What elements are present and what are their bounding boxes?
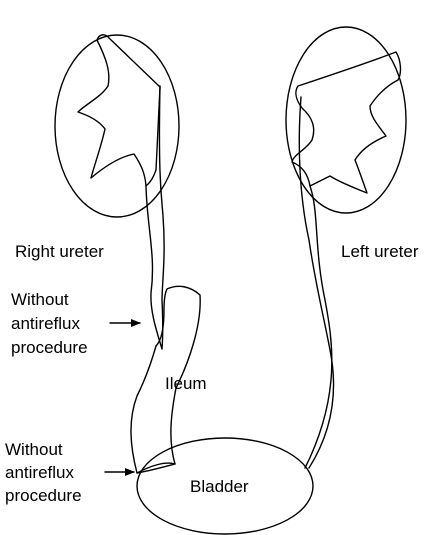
left-ureter-label: Left ureter: [341, 242, 419, 262]
left-renal-pelvis: [292, 52, 400, 193]
right-ureter-tube: [146, 86, 164, 349]
lower-note-line-2: antireflux: [5, 463, 74, 483]
left-ureter-tube-inner: [299, 97, 333, 468]
bladder-label: Bladder: [190, 477, 249, 497]
right-renal-pelvis: [78, 35, 160, 186]
right-ureter-label: Right ureter: [15, 242, 104, 262]
lower-note-line-3: procedure: [5, 486, 82, 506]
lower-note-line-1: Without: [5, 440, 63, 460]
upper-note-line-2: antireflux: [11, 314, 80, 334]
upper-note-line-1: Without: [11, 290, 69, 310]
upper-note-line-3: procedure: [11, 338, 88, 358]
ileum-label: Ileum: [165, 374, 207, 394]
